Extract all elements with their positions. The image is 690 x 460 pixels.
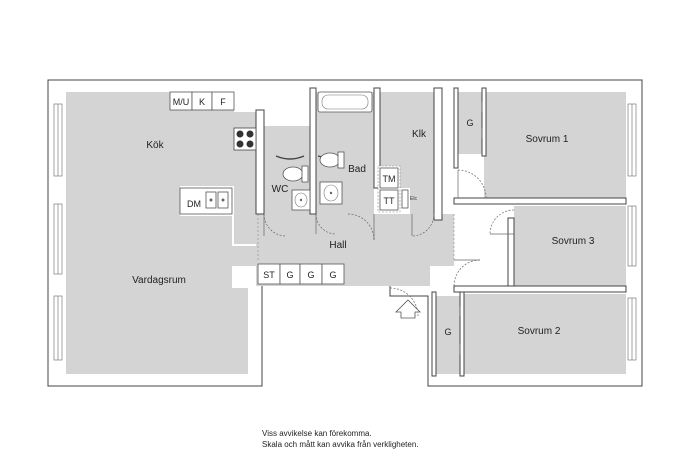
room-label-wc: WC: [272, 184, 289, 195]
sovrum2-closet-floor: [436, 296, 460, 374]
g-label-sovrum1: G: [466, 118, 473, 128]
room-label-sovrum3: Sovrum 3: [552, 236, 595, 247]
laundry-area: TM TT Elc: [377, 165, 417, 213]
disclaimer-note: Viss avvikelse kan förekomma. Skala och …: [262, 428, 419, 450]
bath-toilet-icon: [319, 151, 345, 169]
kitchen-living-floor: [66, 92, 256, 374]
room-label-kok: Kök: [146, 140, 164, 151]
dashed-separators: [257, 214, 455, 262]
wc-wall-curve-icon: [275, 155, 305, 160]
disclaimer-line-2: Skala och mått kan avvika från verklighe…: [262, 440, 419, 449]
room-label-sovrum2: Sovrum 2: [518, 326, 561, 337]
interior-walls: [255, 87, 627, 377]
g-label-sovrum2: G: [444, 327, 451, 337]
kitchen-counter-sink: DM: [179, 187, 233, 215]
room-label-sovrum1: Sovrum 1: [526, 134, 569, 145]
f-label: F: [220, 97, 226, 107]
k-label: K: [199, 97, 205, 107]
closet-klk-floor: [380, 92, 434, 140]
kitchen-cabinets: M/U K F: [169, 91, 235, 111]
closet-door-marks: [459, 102, 483, 354]
windows: [53, 103, 637, 361]
tt-label: TT: [384, 196, 395, 206]
hall-closets: ST G G G: [257, 263, 345, 285]
klk-floor: [378, 140, 434, 218]
st-label: ST: [263, 270, 275, 280]
bath-sink-icon: [319, 181, 343, 205]
sovrum1-floor: [484, 92, 626, 200]
entrance-arrow-icon: [395, 299, 421, 319]
g-label-hall-2: G: [307, 270, 314, 280]
sovrum1-closet-floor: [458, 92, 482, 154]
room-label-bad: Bad: [348, 164, 366, 175]
room-label-hall: Hall: [329, 240, 346, 251]
elc-label: Elc: [410, 196, 417, 202]
g-label-hall-1: G: [286, 270, 293, 280]
dm-label: DM: [187, 199, 201, 209]
mu-label: M/U: [173, 97, 190, 107]
sovrum3-floor: [514, 206, 626, 286]
tm-label: TM: [383, 174, 396, 184]
room-label-vardagsrum: Vardagsrum: [132, 275, 186, 286]
g-label-hall-3: G: [329, 270, 336, 280]
wc-sink-icon: [291, 189, 311, 211]
bathtub-icon: [317, 91, 373, 113]
wc-toilet-icon: [282, 165, 309, 183]
stove-icon: [233, 127, 257, 151]
sovrum2-floor: [462, 294, 626, 374]
room-label-klk: Klk: [412, 129, 427, 140]
disclaimer-line-1: Viss avvikelse kan förekomma.: [262, 429, 372, 438]
door-swings: [263, 169, 515, 317]
